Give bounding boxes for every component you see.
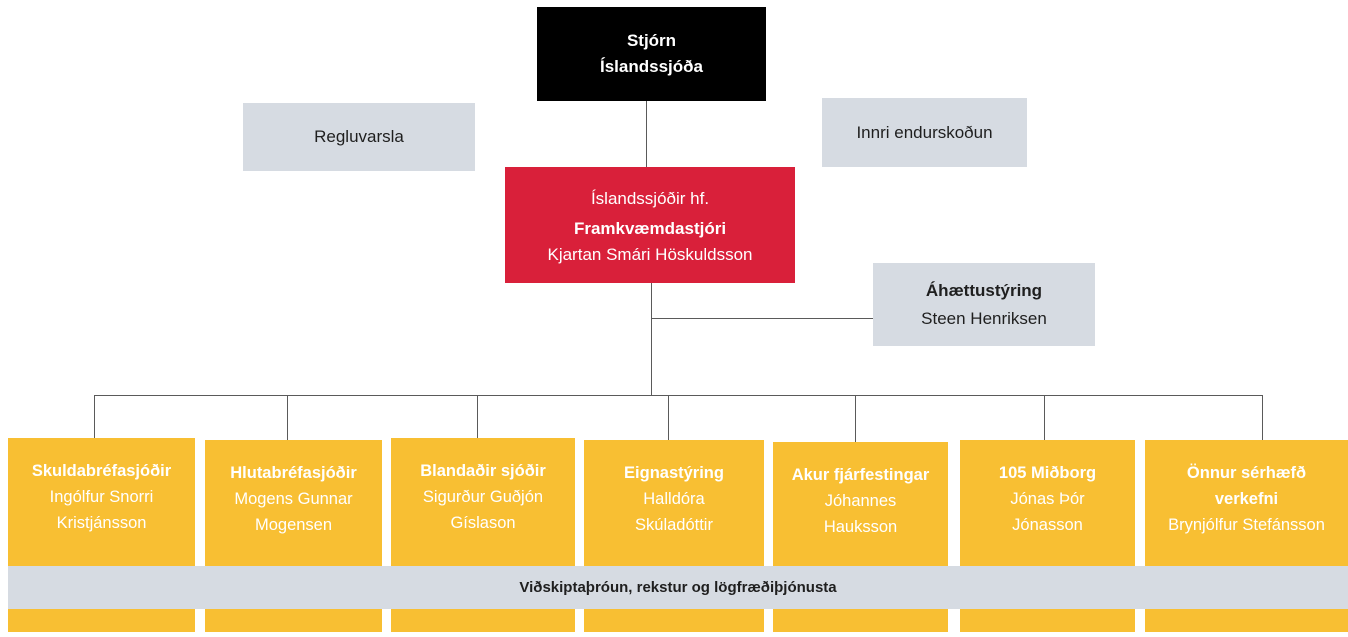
- connector-units-horizontal: [94, 395, 1262, 396]
- connector-risk: [651, 318, 873, 319]
- unit-person: Sigurður Guðjón Gíslason: [422, 488, 544, 532]
- unit-title: Hlutabréfasjóðir: [230, 464, 357, 482]
- company-name: Íslandssjóðir hf.: [590, 189, 710, 208]
- board-title-line1: Stjórn: [626, 31, 677, 50]
- unit-title: Skuldabréfasjóðir: [31, 462, 172, 480]
- risk-title: Áhættustýring: [925, 280, 1043, 300]
- connector-unit-1: [94, 395, 95, 438]
- company-person: Kjartan Smári Höskuldsson: [547, 245, 753, 264]
- connector-unit-4: [668, 395, 669, 440]
- connector-unit-2: [287, 395, 288, 440]
- connector-unit-3: [477, 395, 478, 438]
- unit-title: Eignastýring: [624, 464, 724, 482]
- unit-person: Mogens Gunnar Mogensen: [234, 490, 353, 534]
- internal-audit-box: Innri endurskoðun: [822, 98, 1027, 167]
- unit-title: Akur fjárfestingar: [791, 466, 930, 484]
- connector-unit-7: [1262, 395, 1263, 440]
- compliance-box: Regluvarsla: [243, 103, 475, 171]
- support-services-label: Viðskiptaþróun, rekstur og lögfræðiþjónu…: [519, 579, 837, 596]
- connector-unit-6: [1044, 395, 1045, 440]
- compliance-label: Regluvarsla: [314, 127, 404, 146]
- connector-unit-5: [855, 395, 856, 442]
- unit-person: Brynjólfur Stefánsson: [1168, 516, 1325, 534]
- unit-title: Blandaðir sjóðir: [420, 462, 546, 480]
- company-box: Íslandssjóðir hf. Framkvæmdastjóri Kjart…: [505, 167, 795, 283]
- connector-company-to-units: [651, 283, 652, 395]
- connector-board-to-company: [646, 100, 647, 167]
- board-title-line2: Íslandssjóða: [600, 57, 703, 76]
- support-services-bar: Viðskiptaþróun, rekstur og lögfræðiþjónu…: [8, 566, 1348, 609]
- company-role: Framkvæmdastjóri: [573, 219, 727, 238]
- internal-audit-label: Innri endurskoðun: [856, 122, 993, 142]
- unit-person: Jóhannes Hauksson: [823, 492, 898, 536]
- unit-person: Halldóra Skúladóttir: [635, 490, 713, 534]
- unit-title: 105 Miðborg: [998, 464, 1097, 482]
- unit-person: Jónas Þór Jónasson: [1010, 490, 1085, 534]
- unit-person: Ingólfur Snorri Kristjánsson: [49, 488, 154, 532]
- risk-person: Steen Henriksen: [921, 308, 1047, 328]
- unit-title: Önnur sérhæfð verkefni: [1186, 464, 1307, 508]
- risk-box: Áhættustýring Steen Henriksen: [873, 263, 1095, 346]
- board-box: Stjórn Íslandssjóða: [537, 7, 766, 101]
